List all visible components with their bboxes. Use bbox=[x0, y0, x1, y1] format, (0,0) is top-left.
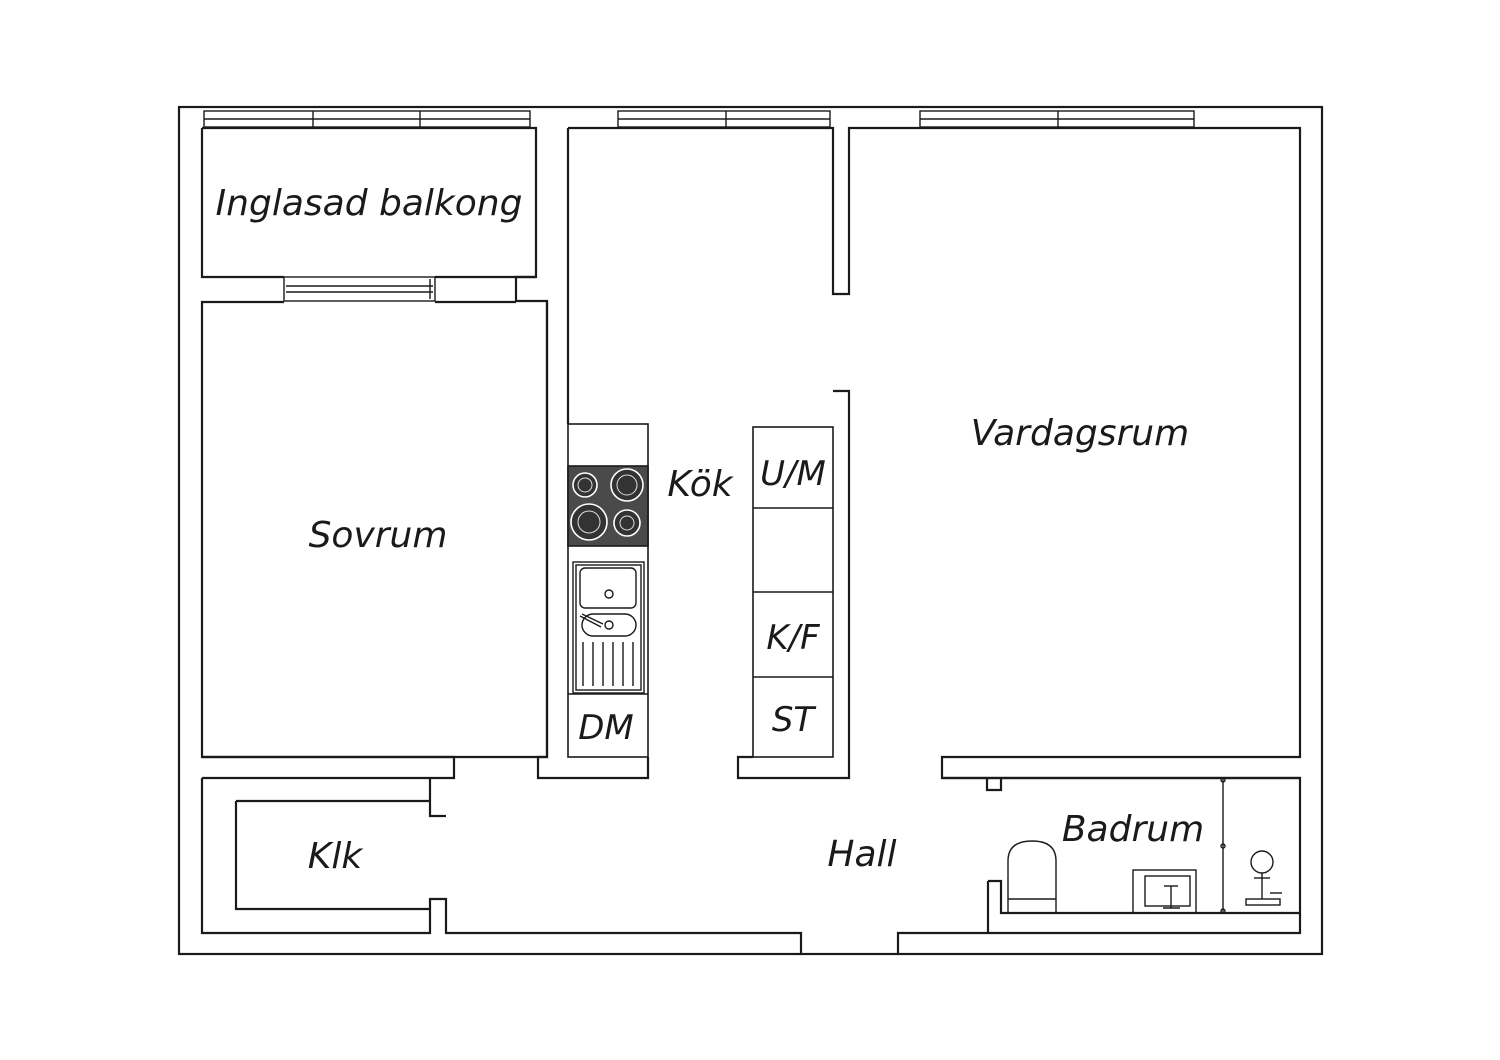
window-kitchen-top bbox=[617, 110, 831, 128]
shower-head-icon bbox=[1245, 850, 1282, 906]
label-balcony: Inglasad balkong bbox=[216, 183, 523, 224]
shower-curtain-icon bbox=[1220, 777, 1226, 914]
label-closet: Klk bbox=[308, 836, 365, 877]
label-microwave: U/M bbox=[760, 454, 826, 494]
label-living: Vardagsrum bbox=[971, 413, 1189, 454]
label-bedroom: Sovrum bbox=[309, 515, 448, 556]
washbasin-icon bbox=[1132, 869, 1197, 914]
kitchen-left-column bbox=[536, 128, 650, 780]
kitchen-wall-left bbox=[568, 126, 1302, 954]
toilet-icon bbox=[1007, 840, 1057, 913]
label-hall: Hall bbox=[827, 834, 896, 875]
label-kitchen: Kök bbox=[667, 464, 734, 505]
bathroom-wall bbox=[942, 776, 1300, 933]
window-balcony-top bbox=[203, 110, 531, 128]
bedroom-wall bbox=[202, 755, 456, 780]
balcony-lower-wall bbox=[200, 128, 536, 279]
kitchen-partition bbox=[736, 389, 851, 780]
closet-wall bbox=[200, 778, 803, 954]
label-dishwasher: DM bbox=[578, 708, 634, 748]
label-cupboard: ST bbox=[772, 700, 817, 740]
label-bathroom: Badrum bbox=[1062, 809, 1204, 850]
balcony-wall bbox=[200, 126, 549, 759]
stove-icon bbox=[567, 465, 649, 547]
window-living-top bbox=[919, 110, 1195, 128]
outer-wall bbox=[177, 105, 1324, 956]
label-fridge-freezer: K/F bbox=[766, 618, 820, 658]
window-balcony-bedroom bbox=[283, 276, 436, 302]
sink-icon bbox=[572, 561, 645, 694]
